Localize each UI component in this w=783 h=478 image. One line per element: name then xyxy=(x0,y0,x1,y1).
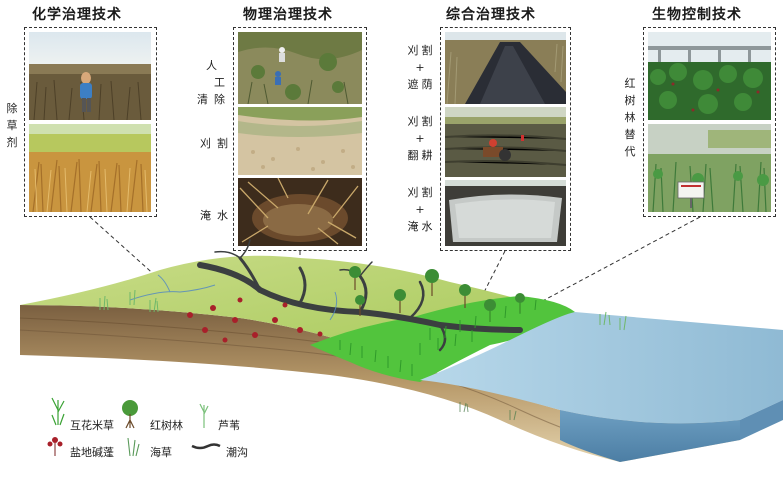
seagrass-plants xyxy=(459,402,517,421)
legend-mangrove-label: 红树林 xyxy=(150,419,183,432)
integrated-photo-shading xyxy=(445,32,566,104)
cut-till-label: 刈割 + 翻耕 xyxy=(407,115,433,162)
biological-photo-mangrove-sign xyxy=(648,124,771,212)
cutting-label: 刈割 xyxy=(200,137,228,150)
legend-creek-icon xyxy=(191,443,221,450)
water-cross-section xyxy=(560,410,740,462)
biological-panel-frame xyxy=(643,27,776,217)
connector-lines xyxy=(89,216,701,311)
legend-suaeda-icon xyxy=(47,437,63,456)
integrated-photo-flooding xyxy=(445,180,566,246)
spartina-blades xyxy=(339,299,537,376)
physical-photo-manual-removal xyxy=(238,32,362,104)
reed-plants xyxy=(99,289,627,331)
creek-tributaries xyxy=(129,274,338,321)
cut-shade-label: 刈割 + 遮荫 xyxy=(407,44,433,91)
spartina-zone xyxy=(310,296,575,382)
legend-reed-icon xyxy=(199,403,209,428)
chemical-photo-withered xyxy=(29,124,151,212)
integrated-connector xyxy=(474,250,506,311)
herbicide-label: 除 草 剂 xyxy=(6,102,18,149)
legend-creek-label: 潮沟 xyxy=(226,446,248,459)
legend-seagrass-label: 海草 xyxy=(150,446,172,459)
legend-seagrass-icon xyxy=(127,437,140,457)
mangrove-replacement-label: 红 树 林 替 代 xyxy=(624,77,636,158)
chemical-panel-title: 化学治理技术 xyxy=(32,7,122,23)
chemical-photo-spraying xyxy=(29,32,151,120)
chemical-connector xyxy=(89,216,159,279)
biological-photo-mangrove-bridge xyxy=(648,32,771,120)
integrated-panel-frame xyxy=(440,27,571,251)
integrated-panel-title: 综合治理技术 xyxy=(446,7,536,23)
chemical-panel-frame xyxy=(24,27,157,217)
legend-suaeda-label: 盐地碱蓬 xyxy=(70,446,114,459)
legend-reed-label: 芦苇 xyxy=(218,419,240,432)
marsh-surface xyxy=(20,255,560,360)
physical-panel-frame xyxy=(233,27,367,251)
soil-cross-section xyxy=(20,305,740,462)
suaeda-plants xyxy=(187,297,323,343)
tidal-creek-network xyxy=(197,239,523,352)
physical-panel-title: 物理治理技术 xyxy=(243,7,333,23)
legend-spartina-label: 互花米草 xyxy=(70,419,114,432)
integrated-photo-tilling xyxy=(445,107,566,177)
water-surface xyxy=(420,312,783,424)
flooding-label: 淹水 xyxy=(200,209,228,222)
manual-removal-label: 人工 清除 xyxy=(197,59,225,106)
legend-spartina-icon xyxy=(51,397,65,426)
physical-photo-cutting xyxy=(238,107,362,175)
legend-mangrove-icon xyxy=(122,400,138,429)
physical-photo-flooding xyxy=(238,178,362,246)
cut-flood-label: 刈割 + 淹水 xyxy=(407,186,433,233)
biological-panel-title: 生物控制技术 xyxy=(652,7,742,23)
mangrove-trees xyxy=(349,266,525,322)
